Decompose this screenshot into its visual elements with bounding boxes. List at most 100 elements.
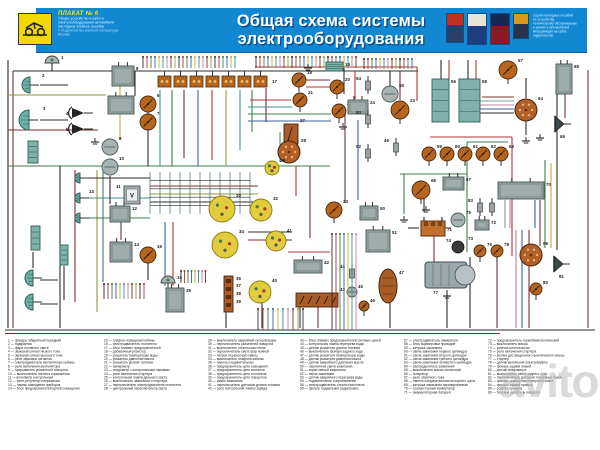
legend-item: 77 — стартер	[488, 357, 509, 362]
legend-item: 80 — датчик спидометра	[488, 368, 527, 373]
svg-text:53: 53	[356, 110, 361, 115]
legend-item: 60 — свеча зажигания первого цилиндра	[404, 350, 467, 354]
component	[443, 292, 451, 299]
component-43: 43	[295, 287, 345, 308]
svg-text:18: 18	[345, 62, 350, 67]
legend-item: 29 — выключатель аварийной сигнализации	[208, 339, 277, 343]
svg-text:6: 6	[157, 93, 160, 98]
component-60: 60	[439, 144, 460, 166]
svg-text:42: 42	[324, 260, 329, 265]
legend-item: 10 — выключатель сигнала торможения	[8, 372, 70, 376]
legend-item: 8 — реле включения вентилятора	[8, 364, 61, 369]
component-39: 39	[236, 299, 241, 304]
legend-item: 78 — датчик включения электромуфты	[488, 361, 548, 365]
legend-item: 2 — подфарник	[8, 342, 32, 347]
component-7: 7	[139, 111, 160, 135]
legend-item: 72 — предохранитель термобиметаллический	[488, 339, 559, 343]
svg-text:43: 43	[340, 287, 345, 292]
legend-item: 53 — датчик аварийного перегрева воды	[300, 376, 363, 380]
svg-text:28: 28	[301, 138, 306, 143]
component-70: 70	[497, 178, 551, 200]
component-8: 8	[111, 62, 139, 87]
legend-item: 74 — розетка штепсельная	[488, 346, 530, 350]
cover-thumb	[490, 13, 510, 45]
logo-footer-line: © Издательство учебной литературы	[58, 29, 119, 33]
svg-text:23: 23	[410, 98, 415, 103]
svg-text:44: 44	[340, 264, 345, 269]
legend-column: 72 — предохранитель термобиметаллический…	[488, 339, 600, 450]
svg-text:39: 39	[236, 299, 241, 304]
svg-text:58: 58	[482, 79, 487, 84]
component	[24, 269, 42, 287]
component	[536, 134, 544, 141]
legend-item: 86 — боковой указатель поворота	[488, 390, 541, 395]
legend-item: 35 — панель соединительная	[208, 361, 254, 365]
legend-item: 38 — предохранитель цепи отопителя	[208, 372, 267, 376]
cover-thumb	[467, 13, 487, 45]
svg-text:78: 78	[504, 242, 509, 247]
component	[74, 172, 89, 184]
svg-text:66: 66	[431, 178, 436, 183]
component-45: 45	[346, 284, 363, 298]
component-11: V11	[116, 184, 141, 205]
legend-item: 24 — реле включения стартера	[104, 372, 153, 376]
svg-text:47: 47	[399, 270, 404, 275]
component-77: 77	[424, 261, 476, 295]
component-14: 14	[109, 238, 139, 263]
component-68: 68	[555, 60, 579, 95]
legend-item: 57 — электродвигатель омывателя	[404, 339, 458, 343]
svg-text:13: 13	[89, 189, 94, 194]
legend-item: 6 — реле звуковых сигналов	[8, 357, 52, 362]
svg-text:69: 69	[543, 241, 548, 246]
component-15: 15	[160, 275, 182, 288]
svg-text:60: 60	[455, 144, 460, 149]
component	[24, 293, 42, 311]
svg-text:63: 63	[509, 144, 514, 149]
legend-item: 31 — выключатель стеклоочистителя	[208, 346, 266, 350]
component	[30, 225, 41, 251]
svg-text:64: 64	[538, 96, 543, 101]
svg-text:54: 54	[356, 76, 361, 81]
component	[74, 212, 89, 224]
component	[331, 233, 357, 330]
component-41: 41	[265, 228, 292, 252]
legend-item: 20 — указатель давления масла	[104, 357, 154, 362]
svg-text:15: 15	[177, 275, 182, 280]
component	[304, 64, 312, 71]
legend-item: 81 — выключатель света заднего хода	[488, 372, 548, 376]
component-80: 80	[529, 280, 548, 300]
svg-text:46: 46	[370, 298, 375, 303]
svg-text:20: 20	[345, 77, 350, 82]
component-36: 36	[223, 275, 241, 313]
component-20: 20	[329, 77, 350, 99]
component-23: 23	[390, 98, 415, 124]
legend-item: 52 — свеча зажигания	[300, 372, 335, 376]
component-64: 64	[514, 96, 543, 122]
component-58: 58	[458, 78, 487, 123]
component-75: 75	[450, 210, 471, 228]
component-55: 55	[381, 83, 404, 103]
legend-item: 42 — реле контрольной лампы заряда	[208, 387, 268, 391]
legend-item: 9 — прерыватель указателей поворота	[8, 368, 68, 373]
legend-item: 67 — реле обратного тока	[404, 376, 445, 380]
component-52: 52	[356, 144, 371, 162]
page-title-line1: Общая схема системы	[236, 12, 426, 30]
legend-item: 50 — наконечник свечи зажигания	[300, 364, 353, 369]
component	[59, 244, 69, 266]
legend-item: 11 — вольтметр контрольный	[8, 376, 54, 380]
legend-item: 30 — переключатель указателей поворота	[208, 342, 274, 347]
component-46: 46	[358, 298, 375, 316]
legend-item: 4 — звуковой сигнал низкого тона	[8, 350, 60, 354]
component-54: 54	[356, 76, 371, 94]
svg-text:37: 37	[236, 283, 241, 288]
header-info-line: издательства	[533, 34, 554, 38]
component-51: 51	[365, 226, 397, 253]
component-73: 73	[468, 236, 473, 241]
svg-text:56: 56	[451, 79, 456, 84]
svg-text:3: 3	[43, 106, 46, 111]
component	[400, 216, 408, 223]
svg-text:34: 34	[239, 229, 244, 234]
component-78: 78	[490, 242, 509, 262]
svg-text:2: 2	[42, 73, 45, 78]
